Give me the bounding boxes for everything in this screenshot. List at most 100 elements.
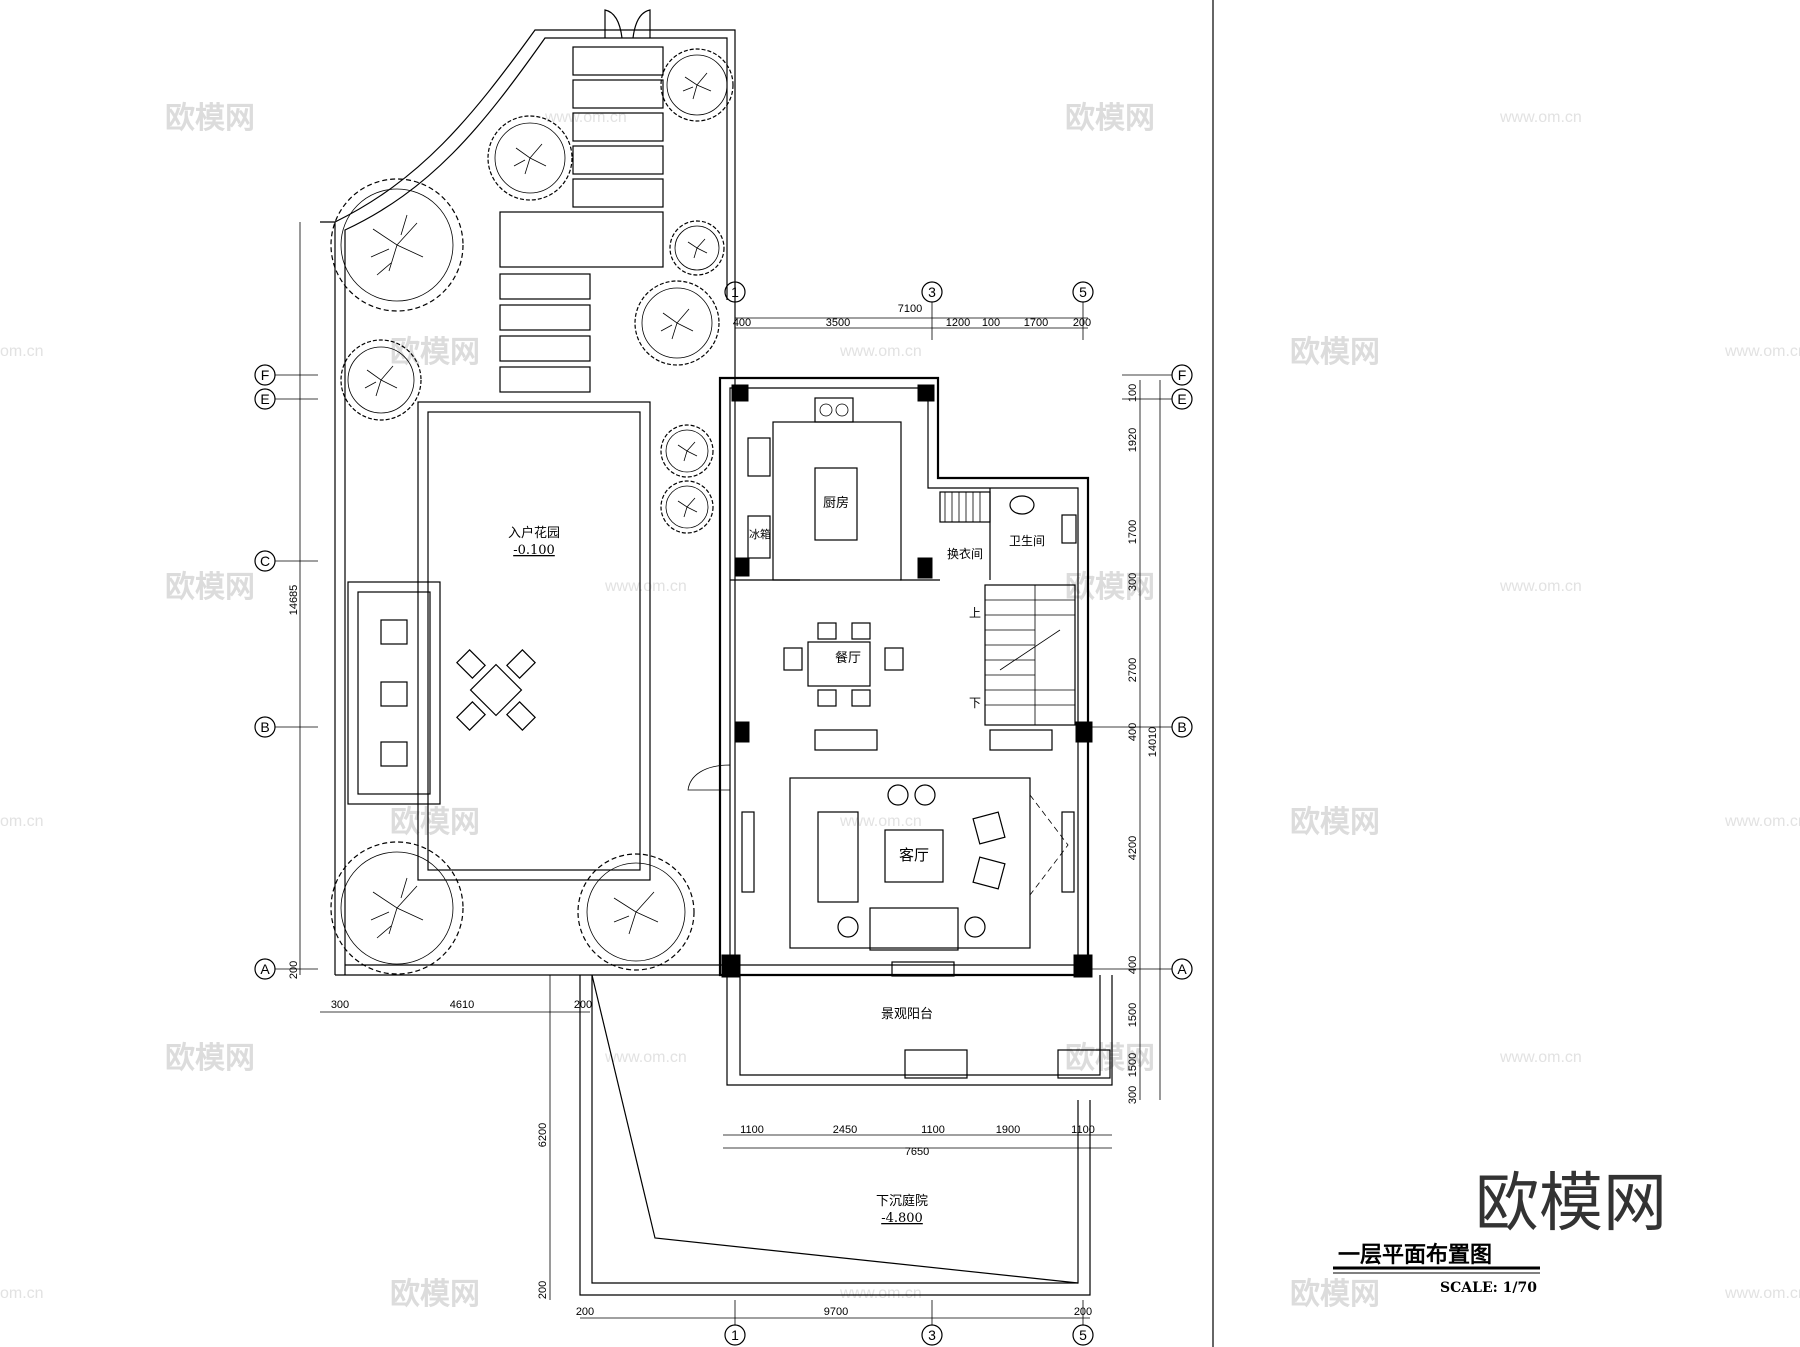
stepping-slab	[499, 211, 664, 268]
fireplace	[741, 811, 755, 893]
axis-bubble	[1171, 958, 1193, 980]
dim-left-total: 14685	[288, 585, 300, 616]
sideboard	[814, 729, 878, 751]
axis-label: 3	[928, 284, 936, 300]
drawing-title: 一层平面布置图	[1338, 1242, 1492, 1268]
watermark-url: www.om.cn	[839, 343, 922, 360]
dining-table	[807, 641, 871, 687]
entry-garden-area: 入户花园 -0.100	[320, 9, 736, 976]
watermark-url: www.om.cn	[839, 1285, 922, 1302]
sink-icon	[747, 437, 771, 477]
dining-chair	[851, 622, 871, 640]
axis-bubble	[254, 388, 276, 410]
watermarks: 欧模网 www.om.cn 欧模网 www.om.cn om.cn 欧模网 ww…	[0, 101, 1800, 1312]
sofa-icon	[869, 907, 959, 951]
axis-label: B	[1177, 719, 1186, 735]
sunken-courtyard-label: 下沉庭院	[876, 1193, 928, 1209]
axis-label: F	[1178, 367, 1187, 383]
patio-chair	[506, 701, 536, 731]
pergola-outer	[347, 581, 441, 805]
dim-right: 1920	[1127, 428, 1139, 452]
pergola-inner	[357, 591, 431, 795]
stair-up-label: 上	[969, 606, 981, 620]
dining-chair	[817, 689, 837, 707]
watermark: 欧模网	[1290, 1277, 1380, 1312]
stepping-stone	[499, 273, 591, 300]
dim-garden-w: 300	[331, 999, 349, 1011]
dim-top: 400	[733, 317, 751, 329]
axis-bubble	[1072, 1324, 1094, 1346]
axis-bubble	[1171, 388, 1193, 410]
dim-garden-w: 200	[574, 999, 592, 1011]
balcony-planter	[1057, 1049, 1111, 1079]
fridge-label: 冰箱	[749, 527, 771, 541]
dim-right: 4200	[1127, 836, 1139, 860]
dining-chair	[783, 647, 803, 671]
stepping-stone	[572, 145, 664, 175]
tree-icon	[669, 220, 725, 276]
tv-cabinet	[1061, 811, 1075, 893]
kitchen-island	[814, 467, 858, 541]
watermark: 欧模网	[1065, 101, 1155, 136]
stepping-stone	[572, 112, 664, 142]
sideboard	[989, 729, 1053, 751]
dim-top: 1200	[946, 317, 970, 329]
axis-label: F	[261, 367, 270, 383]
patio-table-set	[456, 649, 536, 731]
tv-view-line	[1029, 794, 1069, 896]
axis-markers: F E C B A F E B A 1 3 5 1	[254, 281, 1193, 1346]
dining-chair	[884, 647, 904, 671]
tree-icon	[330, 178, 464, 312]
axis-label: 5	[1079, 1327, 1087, 1343]
lamp-icon	[964, 916, 986, 938]
dim-right: 400	[1127, 723, 1139, 741]
axis-label: 1	[731, 1327, 739, 1343]
column	[734, 721, 750, 743]
dressing-label: 换衣间	[947, 546, 983, 561]
dim-bottom-inner: 1100	[740, 1124, 764, 1136]
entrance-door	[687, 764, 731, 791]
axis-bubble	[1171, 364, 1193, 386]
stair-down-label: 下	[969, 696, 981, 710]
dim-top: 100	[982, 317, 1000, 329]
watermark: 欧模网	[1290, 335, 1380, 370]
dim-bottom-inner: 1100	[921, 1124, 945, 1136]
watermark-url: www.om.cn	[1724, 813, 1800, 830]
watermark-edge: om.cn	[0, 343, 44, 360]
column	[1075, 721, 1093, 743]
house: 厨房 冰箱 换衣间 卫生间 上 下 餐厅 客厅	[687, 376, 1093, 978]
entry-garden-label: 入户花园	[508, 525, 560, 541]
dining-chair	[851, 689, 871, 707]
lawn-outer	[417, 401, 651, 881]
sofa-icon	[817, 811, 859, 903]
tree-icon	[330, 841, 464, 975]
watermark-url: www.om.cn	[1724, 343, 1800, 360]
dim-right: 1500	[1127, 1053, 1139, 1077]
watermark-url: www.om.cn	[1499, 578, 1582, 595]
drawing-scale: SCALE: 1/70	[1440, 1280, 1537, 1296]
toilet-icon	[1009, 495, 1035, 515]
balcony-area: 景观阳台	[726, 975, 1113, 1086]
dim-right: 300	[1127, 573, 1139, 591]
stool	[380, 681, 408, 707]
stepping-stone	[572, 79, 664, 109]
axis-label: E	[260, 391, 269, 407]
watermark: 欧模网	[165, 101, 255, 136]
wardrobe-rail	[939, 491, 991, 523]
dim-top: 3500	[826, 317, 850, 329]
axis-bubble	[254, 550, 276, 572]
axis-bubble	[254, 958, 276, 980]
lawn-inner	[427, 411, 641, 871]
dim-top: 1700	[1024, 317, 1048, 329]
axis-label: C	[260, 553, 270, 569]
dim-courtyard-h-small: 200	[537, 1281, 549, 1299]
dim-left-small: 200	[288, 961, 300, 979]
axis-bubble	[254, 364, 276, 386]
armchair-icon	[972, 856, 1006, 890]
balcony-label: 景观阳台	[881, 1007, 933, 1022]
living-rug	[789, 777, 1031, 949]
dim-garden-w: 4610	[450, 999, 474, 1011]
dim-top-total: 7100	[898, 303, 922, 315]
column	[917, 557, 933, 579]
house-exterior-wall	[718, 376, 1090, 977]
